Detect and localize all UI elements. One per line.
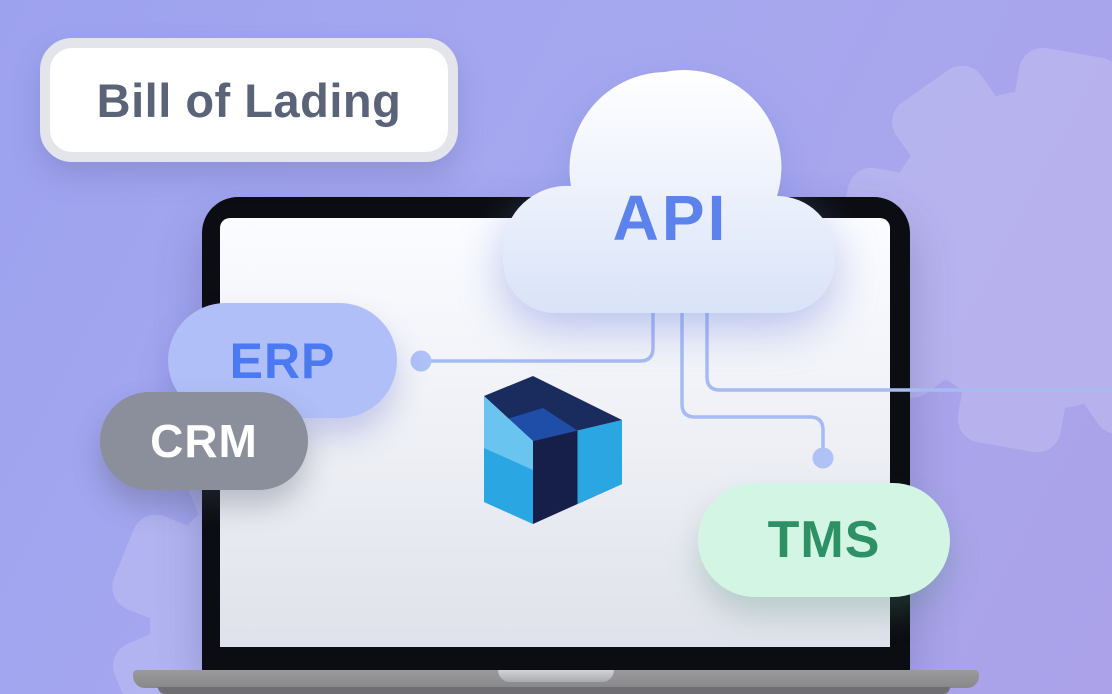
crm-badge: CRM	[100, 392, 308, 490]
erp-badge-label: ERP	[229, 332, 336, 389]
laptop-underside	[158, 687, 950, 694]
cloud-shape	[503, 70, 835, 313]
crm-badge-label: CRM	[150, 415, 258, 467]
tms-badge-label: TMS	[767, 511, 881, 569]
laptop-base-notch	[498, 670, 614, 682]
cube-logo-icon	[484, 376, 622, 524]
api-cloud	[503, 70, 835, 313]
tms-badge: TMS	[698, 483, 950, 597]
api-cloud-label: API	[612, 182, 729, 254]
bill-of-lading-badge: Bill of Lading	[40, 38, 458, 162]
bill-of-lading-label: Bill of Lading	[96, 73, 402, 127]
